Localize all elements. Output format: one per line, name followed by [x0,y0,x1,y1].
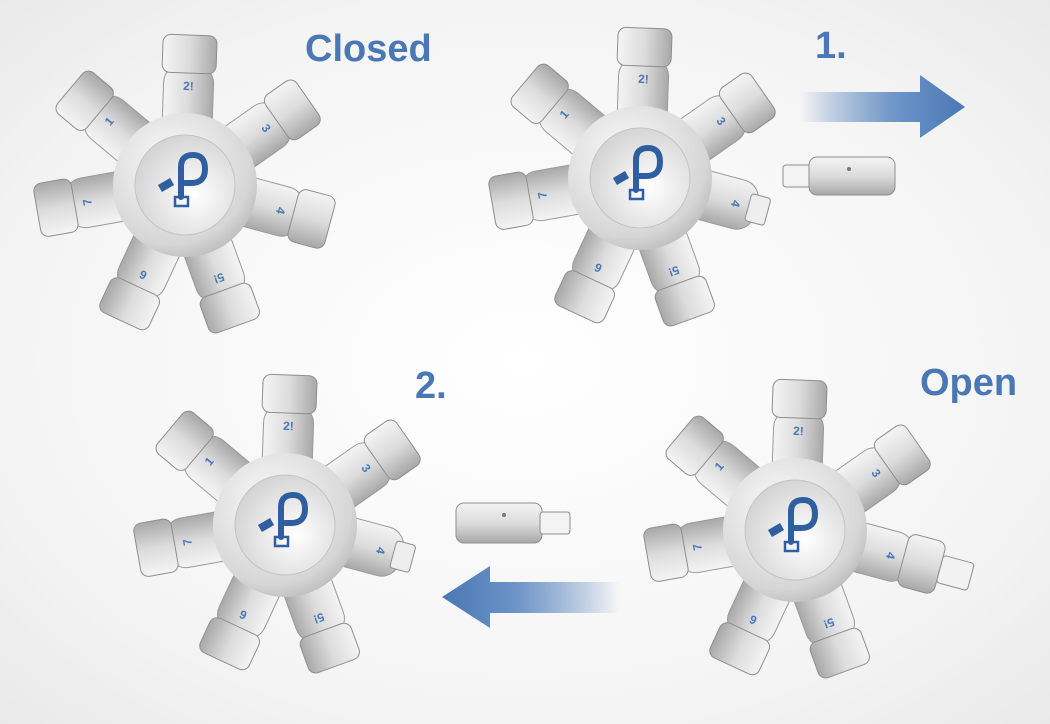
device-step2: 12!345!67 [133,373,421,674]
detached-plug-step-2 [455,502,571,544]
arm-label: 7 [80,197,95,206]
caption-closed: Closed [305,28,432,70]
caption-step-2: 2. [415,365,447,407]
caption-step-1: 1. [815,25,847,67]
device-closed: 12!345!67 [33,33,336,334]
detached-plug-step-1 [782,156,896,196]
arrow-left [442,566,620,628]
arm-label: 4 [373,546,388,556]
device-step1: 12!345!67 [488,26,776,327]
arm-label: 2! [638,72,649,86]
arm-label: 7 [690,542,705,551]
arm-label: 5! [311,610,326,627]
device-open: 12!345!67 [643,378,975,679]
arm-label: 2! [283,419,294,433]
arm-label: 2! [793,424,804,438]
arm-label: 4 [273,206,288,216]
arm-label: 4 [883,551,898,561]
arrow-right [800,75,965,138]
arm-label: 7 [535,190,550,199]
logo-icon [157,151,209,208]
logo-icon [767,496,819,553]
logo-icon [257,491,309,548]
arm-label: 7 [180,537,195,546]
arm-label: 2! [183,79,194,93]
caption-open: Open [920,362,1018,404]
arm-label: 4 [728,199,743,209]
arm-label: 5! [666,263,681,280]
arm-label: 5! [821,615,836,632]
arm-label: 5! [211,270,226,287]
logo-icon [612,144,664,201]
